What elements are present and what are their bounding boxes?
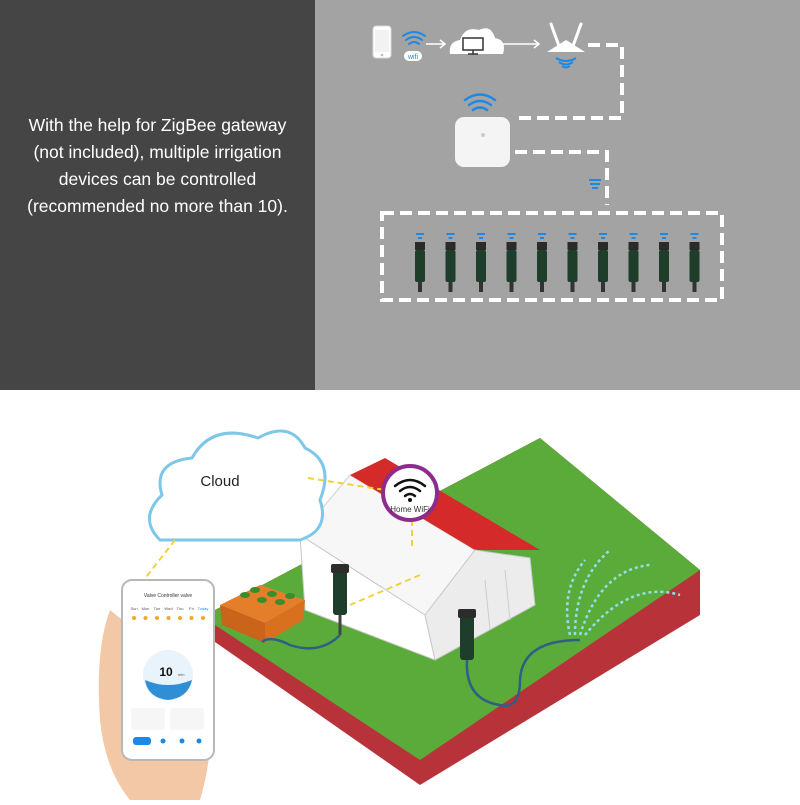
home-wifi-label: Home WiFi [390, 505, 430, 514]
greenhouse [299, 458, 540, 661]
irrigation-valve-icon [689, 233, 700, 292]
irrigation-valve-icon [415, 233, 425, 292]
zigbee-gateway-icon [455, 117, 510, 167]
sun-icon [201, 616, 205, 620]
wifi-badge-icon: wifi [404, 51, 422, 61]
network-diagram-panel: wifi [315, 0, 800, 390]
arrow-right-icon [426, 39, 447, 49]
wifi-icon [393, 478, 427, 498]
nav-icon[interactable] [196, 738, 202, 744]
wireless-link-line [139, 477, 421, 606]
valve-controller-icon [458, 609, 476, 660]
weather-day-label: Tue [154, 606, 162, 611]
irrigation-valve-icon [506, 233, 517, 292]
cloud-icon: Cloud [148, 429, 327, 542]
planter-box [220, 585, 305, 643]
irrigation-valve-icon [567, 233, 578, 292]
caption-panel [0, 0, 315, 390]
weather-day-label: Wed [164, 606, 172, 611]
sun-icon [189, 616, 194, 620]
app-title: Valve Controller valve [144, 593, 192, 599]
sun-icon [166, 616, 171, 620]
connection-dashed-line [515, 43, 624, 205]
arrow-right-icon [500, 39, 541, 49]
weather-day-label: Sun [130, 606, 137, 611]
nav-icon[interactable] [160, 738, 166, 744]
sun-icon [132, 616, 136, 620]
play-button[interactable] [133, 737, 151, 745]
device-group-frame [380, 211, 724, 302]
gateway-wifi-icon [463, 93, 497, 112]
caption-text: With the help for ZigBee gateway (not in… [0, 112, 315, 220]
weather-day-label: Fri [189, 606, 194, 611]
weather-day-label: Thu [177, 606, 184, 611]
irrigation-valve-icon [598, 233, 608, 292]
nav-icon[interactable] [179, 738, 185, 744]
wifi-badge-label: wifi [407, 54, 419, 61]
garden-scene: Cloud Home WiFi [0, 390, 800, 800]
irrigation-valve-icon [537, 233, 547, 292]
weather-day-label: Mon [142, 606, 150, 611]
water-hose [261, 634, 581, 707]
wifi-signal-icon [402, 31, 426, 45]
home-wifi-badge: Home WiFi [381, 464, 439, 522]
sprinkler-spray [565, 549, 681, 636]
cloud-label: Cloud [200, 473, 239, 490]
caption-line-3: devices can be controlled [58, 169, 257, 189]
garden-illustration: Cloud Home WiFi [98, 429, 700, 800]
valve-controller-icon [331, 564, 349, 635]
network-diagram: wifi [372, 22, 724, 302]
caption-line-4: (recommended no more than 10). [27, 196, 288, 216]
sun-icon [143, 616, 148, 620]
irrigation-valve-icon [628, 233, 639, 292]
irrigation-valve-icon [476, 233, 486, 292]
caption-line-2: (not included), multiple irrigation [33, 142, 282, 162]
cloud-server-icon [449, 28, 504, 55]
weather-day-label: Today [198, 606, 209, 611]
smartphone-icon [372, 25, 392, 59]
irrigation-valve-icon [659, 233, 669, 292]
sun-icon [178, 616, 182, 620]
sun-icon [155, 616, 159, 620]
signal-icon [589, 179, 601, 189]
dial-unit: min [178, 672, 184, 677]
dial-value: 10 [159, 665, 173, 679]
irrigation-device-row [415, 233, 700, 292]
caption-line-1: With the help for ZigBee gateway [28, 115, 287, 135]
router-icon [547, 22, 585, 69]
irrigation-valve-icon [445, 233, 456, 292]
